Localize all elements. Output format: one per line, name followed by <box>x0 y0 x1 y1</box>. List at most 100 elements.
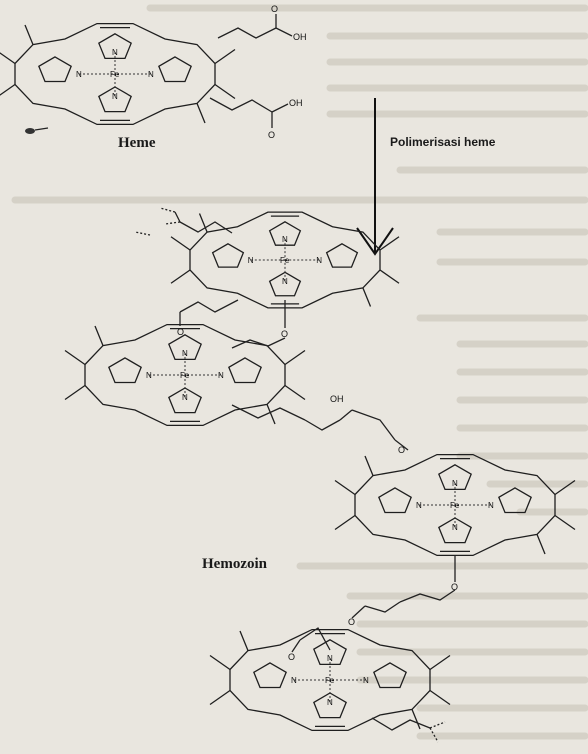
substituent-bond <box>429 654 451 671</box>
substituent-bond <box>266 404 276 425</box>
pyrrole-ring <box>498 487 532 514</box>
nitrogen-label: N <box>218 371 224 380</box>
substituent-bond <box>379 236 400 251</box>
oxygen-label: O <box>451 582 458 592</box>
nitrogen-label: N <box>452 479 458 488</box>
oxygen-label: O <box>348 617 355 627</box>
pyrrole-ring <box>438 517 472 544</box>
nitrogen-label: N <box>327 654 333 663</box>
substituent-bond <box>64 384 86 401</box>
pyrrole-ring <box>168 387 202 414</box>
nitrogen-label: N <box>112 92 118 101</box>
substituent-bond <box>554 514 576 531</box>
pyrrole-ring <box>373 662 407 689</box>
hydroxyl-label: OH <box>289 98 303 108</box>
iron-label: Fe <box>280 256 290 265</box>
oxygen-label: O <box>177 327 184 337</box>
iron-label: Fe <box>110 70 120 79</box>
pyrrole-ring <box>98 33 132 60</box>
nitrogen-label: N <box>148 70 154 79</box>
nitrogen-label: N <box>327 698 333 707</box>
pyrrole-ring <box>268 271 302 297</box>
nitrogen-label: N <box>416 501 422 510</box>
oxygen-label: O <box>268 130 275 140</box>
nitrogen-label: N <box>112 48 118 57</box>
substituent-bond <box>170 269 191 284</box>
oxygen-label: O <box>271 4 278 14</box>
substituent-bond <box>170 236 191 251</box>
nitrogen-label: N <box>363 676 369 685</box>
substituent-bond <box>214 83 236 100</box>
substituent-bond <box>239 630 249 651</box>
substituent-bond <box>209 689 231 706</box>
oxygen-label: O <box>288 652 295 662</box>
oxygen-label: O <box>281 329 288 339</box>
pyrrole-ring <box>98 86 132 113</box>
nitrogen-label: N <box>248 256 254 265</box>
polymerization-label: Polimerisasi heme <box>390 135 496 149</box>
hemozoin-porphyrin-ring-4: N N N N Fe <box>209 628 451 732</box>
pyrrole-ring <box>378 487 412 514</box>
pyrrole-ring <box>325 243 359 268</box>
iron-label: Fe <box>450 501 460 510</box>
hemozoin-label: Hemozoin <box>202 556 267 572</box>
nitrogen-label: N <box>182 393 188 402</box>
substituent-bond <box>0 52 16 65</box>
nitrogen-label: N <box>291 676 297 685</box>
substituent-bond <box>429 689 451 706</box>
substituent-bond <box>362 287 372 307</box>
nitrogen-label: N <box>282 277 288 286</box>
substituent-bond <box>536 534 546 555</box>
pyrrole-ring <box>253 662 287 689</box>
pyrrole-ring <box>228 357 262 384</box>
nitrogen-label: N <box>316 256 322 265</box>
pyrrole-ring <box>108 357 142 384</box>
substituent-bond <box>284 349 306 366</box>
substituent-bond <box>284 384 306 401</box>
substituent-bond <box>196 103 206 124</box>
substituent-bond <box>209 654 231 671</box>
pyrrole-ring <box>438 464 472 491</box>
pyrrole-ring <box>211 243 245 268</box>
substituent-bond <box>214 48 236 65</box>
linkage-atom-labels: O O O O O O OH <box>177 327 458 662</box>
substituent-bond <box>379 269 400 284</box>
nitrogen-label: N <box>182 349 188 358</box>
nitrogen-label: N <box>488 501 494 510</box>
pyrrole-ring <box>268 221 302 246</box>
polymerization-arrow <box>356 98 394 256</box>
hydroxyl-label: OH <box>330 394 344 404</box>
pyrrole-ring <box>313 639 347 666</box>
substituent-bond <box>198 213 208 233</box>
substituent-bond <box>24 24 34 45</box>
heme-molecule: N N N N Fe <box>0 22 236 126</box>
iron-label: Fe <box>325 676 335 685</box>
hemozoin-porphyrin-ring-1: N N N N Fe <box>170 211 400 309</box>
hemozoin-linkages <box>134 207 456 743</box>
nitrogen-label: N <box>282 235 288 244</box>
substituent-bond <box>334 479 356 496</box>
substituent-bond <box>554 479 576 496</box>
nitrogen-label: N <box>452 523 458 532</box>
pyrrole-ring <box>38 56 72 83</box>
heme-carboxylic-acid-groups <box>34 14 293 131</box>
hydroxyl-label: OH <box>293 32 307 42</box>
substituent-bond <box>411 709 421 730</box>
substituent-bond <box>0 83 16 96</box>
ink-mark <box>25 128 35 134</box>
nitrogen-label: N <box>146 371 152 380</box>
hemozoin-porphyrin-ring-3: N N N N Fe <box>334 453 576 557</box>
substituent-bond <box>64 349 86 366</box>
heme-label: Heme <box>118 135 156 151</box>
heme-acid-atom-labels: O OH O OH <box>268 4 307 140</box>
substituent-bond <box>364 455 374 476</box>
substituent-bond <box>334 514 356 531</box>
nitrogen-label: N <box>76 70 82 79</box>
oxygen-label: O <box>398 445 405 455</box>
pyrrole-ring <box>168 334 202 361</box>
pyrrole-ring <box>158 56 192 83</box>
